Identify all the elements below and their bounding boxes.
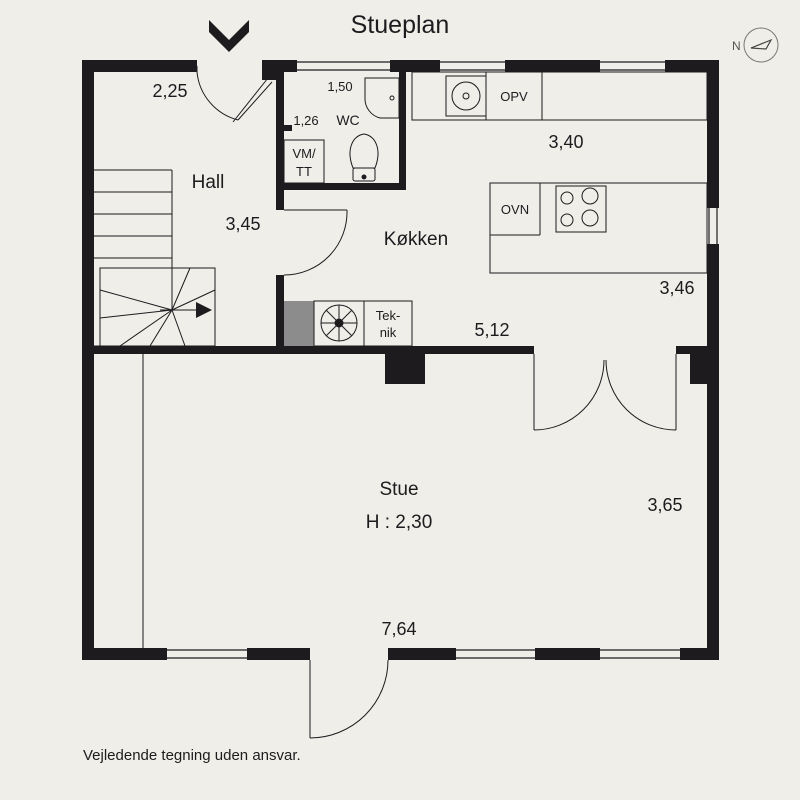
dimension-hall-top: 2,25 bbox=[152, 81, 187, 101]
vm-tt-label-line2: TT bbox=[296, 164, 312, 179]
teknik-label-line2: nik bbox=[380, 325, 397, 340]
svg-text:N: N bbox=[732, 39, 741, 53]
dimension-kitchen-length: 5,12 bbox=[474, 320, 509, 340]
dimension-living-depth: 3,65 bbox=[647, 495, 682, 515]
entrance-arrow-icon bbox=[209, 20, 249, 52]
terrace-door[interactable] bbox=[309, 659, 389, 739]
vm-tt-label-line1: VM/ bbox=[292, 146, 316, 161]
disclaimer-note: Vejledende tegning uden ansvar. bbox=[83, 747, 301, 764]
room-label-living: Stue bbox=[379, 479, 418, 500]
dimension-living-width: 7,64 bbox=[381, 619, 416, 639]
compass-icon: N bbox=[732, 27, 779, 63]
dimension-hall-depth: 3,45 bbox=[225, 214, 260, 234]
entry-door[interactable] bbox=[196, 66, 273, 123]
kitchen-counters bbox=[411, 71, 708, 274]
outer-walls bbox=[82, 60, 719, 660]
dimension-wc-width: 1,50 bbox=[327, 79, 352, 94]
room-label-kitchen: Køkken bbox=[384, 229, 448, 250]
dimension-kitchen-depth: 3,46 bbox=[659, 278, 694, 298]
living-height-label: H : 2,30 bbox=[366, 512, 433, 533]
room-label-wc: WC bbox=[336, 112, 359, 128]
plan-title: Stueplan bbox=[351, 11, 450, 39]
staircase bbox=[94, 169, 216, 347]
room-label-hall: Hall bbox=[192, 172, 225, 193]
dimension-wc-depth: 1,26 bbox=[293, 113, 318, 128]
kitchen-living-double-door[interactable] bbox=[533, 354, 677, 431]
interior-walls bbox=[94, 72, 707, 384]
teknik-label-line1: Tek- bbox=[376, 308, 401, 323]
windows bbox=[167, 61, 718, 659]
stair-direction-arrow-icon bbox=[196, 302, 212, 318]
teknik-area bbox=[284, 300, 413, 347]
wc-fixtures bbox=[283, 77, 400, 184]
opv-label: OPV bbox=[500, 89, 528, 104]
ovn-label: OVN bbox=[501, 202, 529, 217]
hall-kitchen-door[interactable] bbox=[283, 209, 348, 276]
dimension-kitchen-width: 3,40 bbox=[548, 132, 583, 152]
